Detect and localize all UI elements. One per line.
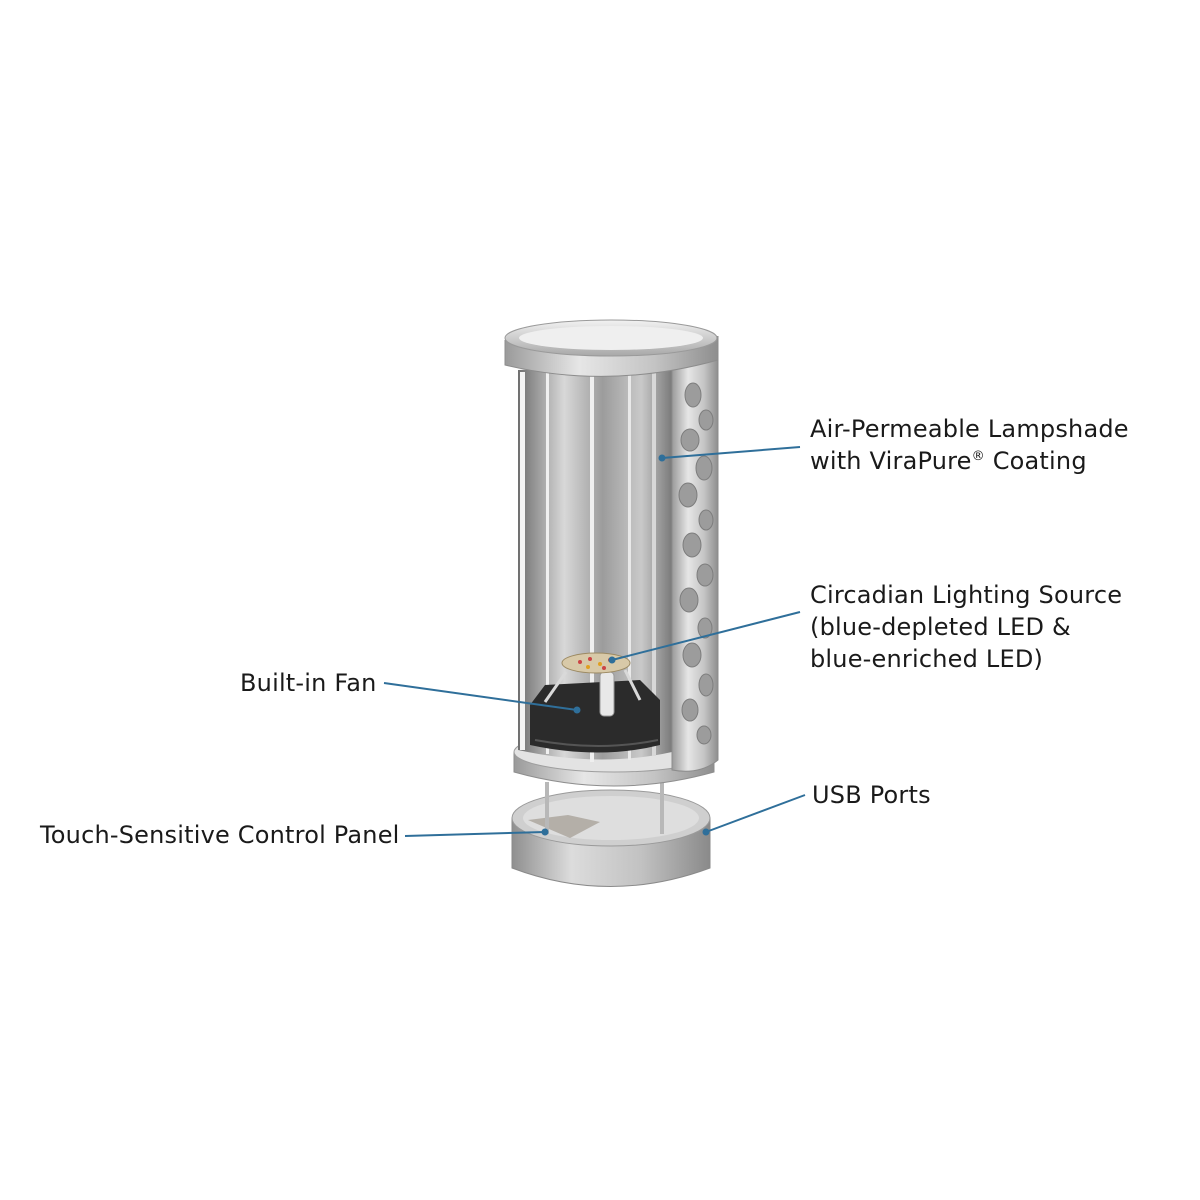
lampshade-label-line1: Air-Permeable Lampshade [810, 415, 1129, 443]
top-cap [504, 319, 719, 377]
leader-circadian [611, 611, 801, 661]
circadian-label-line2: (blue-depleted LED & [810, 613, 1071, 641]
lampshade-label-brand: with ViraPure [810, 447, 972, 475]
lampshade-shell [671, 347, 719, 772]
registered-mark: ® [971, 449, 985, 464]
base [511, 789, 711, 887]
inner-cavity [518, 365, 672, 762]
circadian-label: Circadian Lighting Source (blue-depleted… [810, 579, 1122, 675]
lampshade-label: Air-Permeable Lampshade with ViraPure® C… [810, 413, 1129, 477]
leader-touch [404, 831, 546, 837]
circadian-label-line1: Circadian Lighting Source [810, 581, 1123, 609]
leader-lampshade [661, 446, 801, 459]
fan-assembly [530, 669, 660, 753]
leader-lines [383, 446, 806, 837]
usb-label: USB Ports [812, 781, 931, 809]
lampshade-label-coating: Coating [984, 447, 1087, 475]
lampshade-label-line2: with ViraPure® Coating [810, 445, 1129, 477]
leader-usb [705, 794, 806, 833]
fan-label: Built-in Fan [240, 669, 377, 697]
circadian-label-line3: blue-enriched LED) [810, 645, 1044, 673]
stem-posts [545, 782, 664, 834]
led-disc [561, 652, 631, 674]
touch-panel-label: Touch-Sensitive Control Panel [40, 821, 400, 849]
leader-fan [383, 682, 578, 711]
